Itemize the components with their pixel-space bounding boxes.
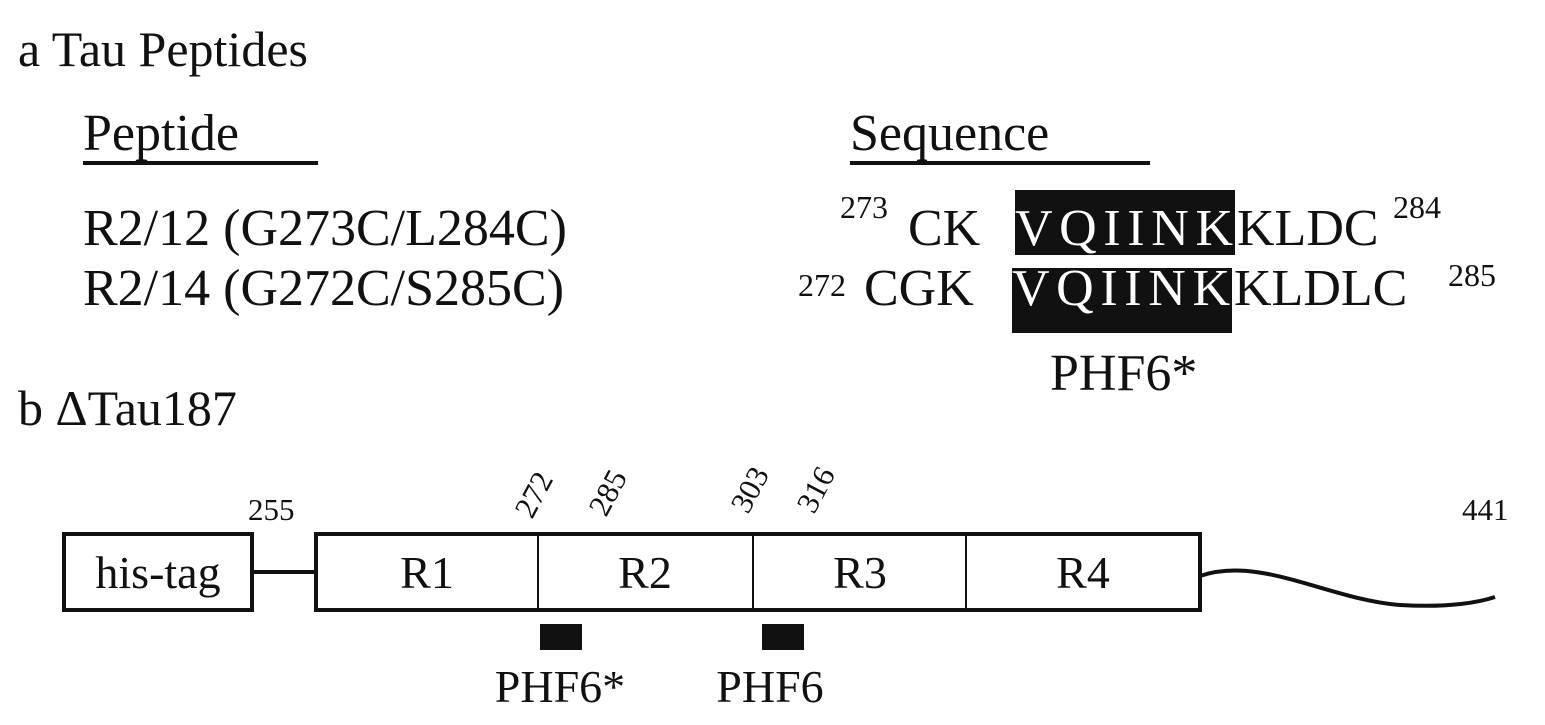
phf6-star-marker	[540, 624, 582, 650]
residue-label: 316	[789, 461, 842, 518]
sequence-header: Sequence	[850, 105, 1049, 162]
peptide-name: R2/12 (G273C/L284C)	[83, 200, 567, 257]
phf6-star-highlight	[1012, 268, 1232, 333]
residue-label: 255	[248, 492, 295, 527]
phf6-marker	[762, 624, 804, 650]
sequence-suffix: KLDLC	[1234, 260, 1407, 317]
peptide-header: Peptide	[83, 105, 239, 162]
repeat-label-r4: R4	[1056, 547, 1110, 598]
sequence-end-residue: 285	[1448, 257, 1496, 293]
sequence-prefix: CGK	[864, 260, 974, 317]
phf6-star-label: PHF6*	[1050, 345, 1197, 402]
sequence-prefix: CK	[908, 200, 981, 257]
residue-label: 272	[507, 466, 560, 523]
c-terminal-tail	[1199, 568, 1496, 608]
residue-label: 303	[723, 461, 776, 518]
sequence-suffix: KLDC	[1237, 200, 1379, 257]
peptide-name: R2/14 (G272C/S285C)	[83, 260, 564, 317]
phf6-motif-label: PHF6	[716, 661, 823, 712]
repeat-label-r2: R2	[618, 547, 672, 598]
phf6-star-motif-label: PHF6*	[495, 661, 625, 712]
sequence-end-residue: 284	[1393, 189, 1441, 225]
repeat-label-r1: R1	[400, 547, 454, 598]
repeat-domain-box	[314, 532, 1202, 612]
repeat-label-r3: R3	[833, 547, 887, 598]
residue-label: 285	[581, 464, 634, 521]
his-tag-label: his-tag	[95, 547, 220, 598]
sequence-start-residue: 272	[798, 267, 846, 303]
panel-a-title: a Tau Peptides	[18, 21, 308, 77]
sequence-start-residue: 273	[840, 189, 888, 225]
phf6-star-highlight	[1015, 190, 1235, 255]
residue-label: 441	[1462, 492, 1509, 527]
panel-b-title: b ΔTau187	[18, 380, 237, 436]
